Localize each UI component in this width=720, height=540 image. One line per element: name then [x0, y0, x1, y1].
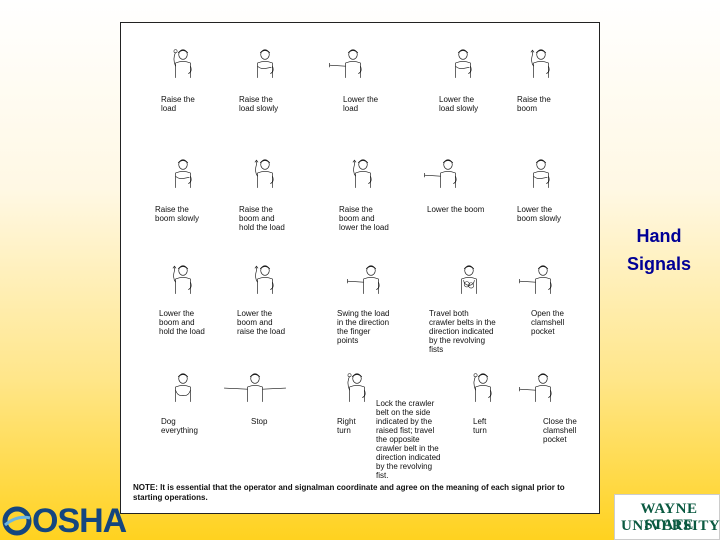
signal-caption: Stop [251, 417, 268, 426]
signal-caption: Lower the boom and hold the load [159, 309, 205, 336]
hand-signal-chart: Raise the load Raise the load slowly Low… [120, 22, 600, 514]
signal-caption: Right turn [337, 417, 356, 435]
signal-caption: Raise the boom and lower the load [339, 205, 389, 232]
signal-caption: Raise the boom and hold the load [239, 205, 285, 232]
signal-caption: Dog everything [161, 417, 198, 435]
signal-caption: Travel both crawler belts in the directi… [429, 309, 496, 354]
signal-caption: Lower the boom [427, 205, 485, 214]
signal-caption: Raise the boom [517, 95, 551, 113]
wayne-state-logo: WAYNE STATE UNIVERSITY [614, 494, 720, 540]
wsu-line-1: WAYNE STATE [640, 501, 698, 533]
chart-note: NOTE: It is essential that the operator … [133, 483, 565, 502]
osha-logo: OSHA [2, 502, 127, 540]
signal-caption: Raise the load [161, 95, 195, 113]
signal-caption: Left turn [473, 417, 487, 435]
osha-wordmark: OSHA [32, 502, 127, 540]
wsu-line-2: UNIVERSITY [621, 518, 720, 534]
signal-caption: Lower the boom slowly [517, 205, 562, 223]
signal-caption: Open the clamshell pocket [531, 309, 565, 336]
osha-swoosh-icon [2, 506, 32, 536]
signal-caption: Raise the load slowly [239, 95, 279, 113]
signal-caption: Lower the boom and raise the load [237, 309, 286, 336]
signal-caption: Raise the boom slowly [155, 205, 200, 223]
signal-caption: Lower the load slowly [439, 95, 479, 113]
signal-caption: Lock the crawler belt on the side indica… [376, 399, 441, 480]
signal-caption: Swing the load in the direction the fing… [337, 309, 390, 345]
signal-caption: Close the clamshell pocket [543, 417, 577, 444]
slide-title: Hand Signals [626, 226, 692, 274]
signal-caption: Lower the load [343, 95, 379, 113]
